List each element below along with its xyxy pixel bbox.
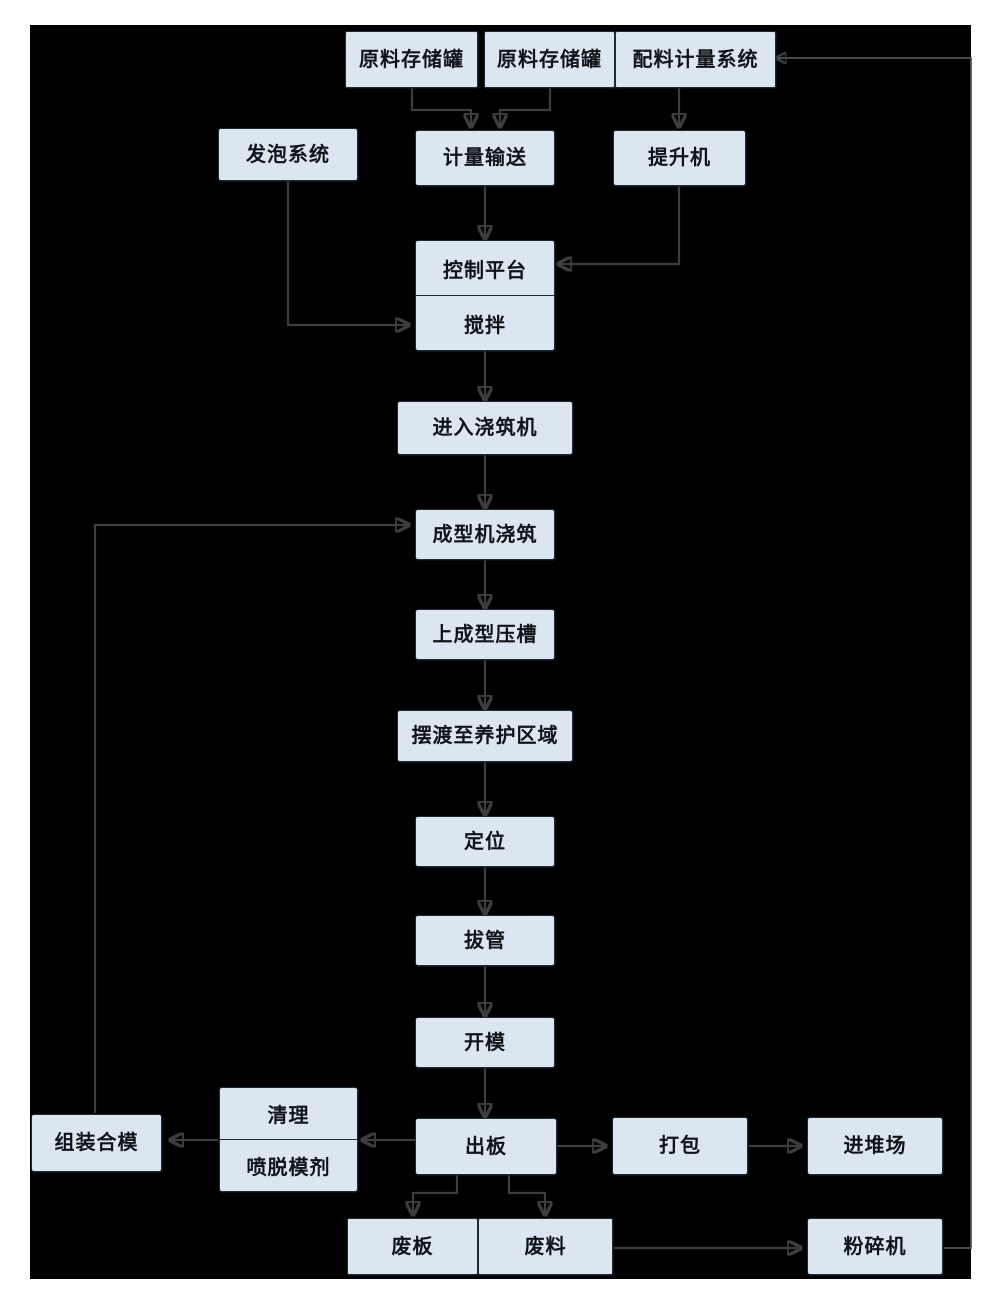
node-crusher[interactable]: 粉碎机 (807, 1218, 943, 1275)
node-batching-metering-system[interactable]: 配料计量系统 (615, 31, 776, 88)
node-forming-machine-casting[interactable]: 成型机浇筑 (415, 509, 555, 560)
edge-hoist-to-control (558, 186, 681, 264)
node-foaming-system[interactable]: 发泡系统 (218, 128, 358, 181)
node-waste-material[interactable]: 废料 (478, 1218, 613, 1275)
node-spray-release-agent[interactable]: 喷脱模剂 (220, 1139, 357, 1191)
node-control-platform-mixing-stack: 控制平台 搅拌 (415, 240, 555, 351)
edge-board-out-to-waste-board (413, 1175, 459, 1215)
node-mold-opening[interactable]: 开模 (415, 1017, 555, 1068)
node-pipe-pulling[interactable]: 拔管 (415, 915, 555, 966)
node-cleaning[interactable]: 清理 (267, 1105, 310, 1127)
node-raw-material-storage-tank-2[interactable]: 原料存储罐 (484, 31, 615, 88)
edge-raw-tank-2-to-metering (500, 88, 552, 127)
node-upper-forming-press-slot[interactable]: 上成型压槽 (415, 609, 555, 660)
node-mixing[interactable]: 搅拌 (416, 295, 554, 350)
node-ferry-to-curing-area[interactable]: 摆渡至养护区域 (397, 710, 573, 762)
node-positioning[interactable]: 定位 (415, 816, 555, 867)
node-enter-casting-machine[interactable]: 进入浇筑机 (397, 401, 573, 455)
node-metering-conveying[interactable]: 计量输送 (415, 130, 555, 186)
node-control-platform[interactable]: 控制平台 (443, 259, 527, 282)
edge-raw-tank-1-to-metering (410, 88, 471, 127)
edge-assemble-to-forming-loop (93, 525, 409, 1113)
node-packing[interactable]: 打包 (612, 1117, 748, 1175)
node-enter-stockyard[interactable]: 进堆场 (807, 1117, 943, 1175)
node-board-out[interactable]: 出板 (415, 1118, 557, 1175)
edge-crusher-to-batching-loop (776, 58, 972, 1249)
edge-board-out-to-waste-material (507, 1175, 545, 1215)
node-raw-material-storage-tank-1[interactable]: 原料存储罐 (345, 31, 478, 88)
node-cleaning-spray-stack: 清理 喷脱模剂 (219, 1087, 358, 1192)
node-assemble-close-mold[interactable]: 组装合模 (31, 1114, 162, 1172)
node-hoist[interactable]: 提升机 (613, 130, 746, 186)
node-waste-board[interactable]: 废板 (347, 1218, 478, 1275)
edge-foaming-to-mixing (286, 181, 409, 325)
